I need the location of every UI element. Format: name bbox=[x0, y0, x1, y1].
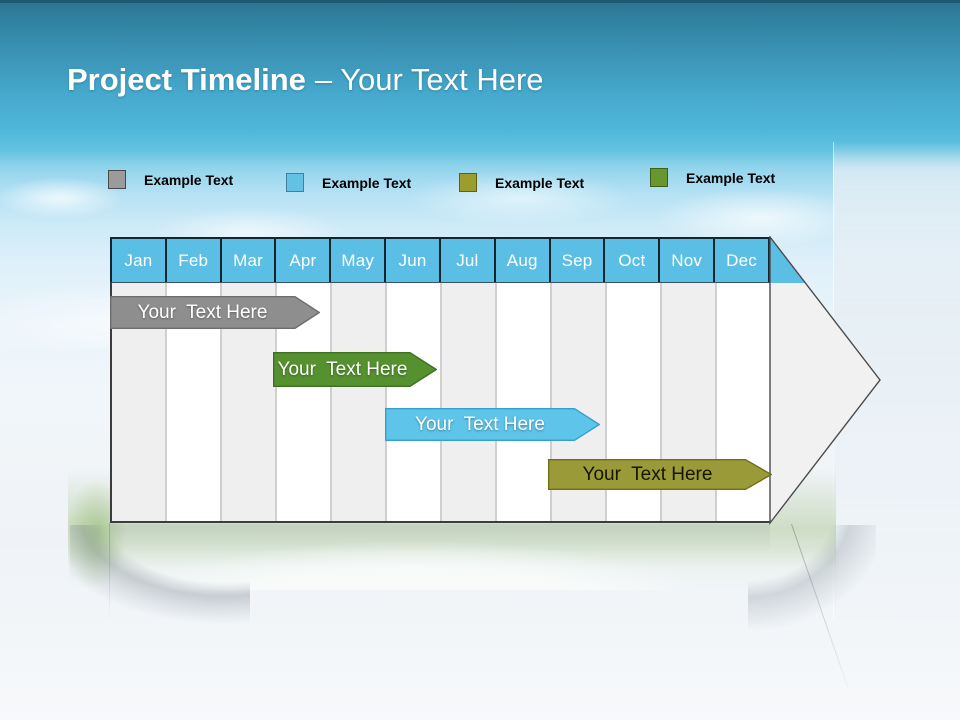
legend-label: Example Text bbox=[495, 174, 585, 191]
timeline-arrow bbox=[769, 236, 881, 526]
month-cell-mar: Mar bbox=[219, 239, 275, 282]
bar-shape bbox=[548, 459, 772, 490]
month-cell-dec: Dec bbox=[713, 239, 768, 282]
legend-label: Example Text bbox=[686, 169, 776, 186]
timeline-bar-blue: Your Text Here bbox=[385, 408, 600, 441]
month-cell-oct: Oct bbox=[603, 239, 658, 282]
legend-item-blue: Example Text bbox=[286, 173, 411, 192]
month-cell-may: May bbox=[329, 239, 384, 282]
blue-swatch-icon bbox=[286, 173, 304, 192]
bar-shape bbox=[273, 352, 437, 387]
gray-swatch-icon bbox=[108, 170, 126, 189]
month-cell-aug: Aug bbox=[493, 239, 549, 282]
table-reflection-right bbox=[748, 525, 876, 675]
timeline-bar-green: Your Text Here bbox=[273, 352, 437, 387]
month-cell-sep: Sep bbox=[548, 239, 604, 282]
table-reflection-left bbox=[70, 525, 250, 660]
month-cell-jul: Jul bbox=[438, 239, 494, 282]
bar-label: Your Text Here bbox=[582, 463, 713, 485]
legend-item-gray: Example Text bbox=[108, 170, 233, 189]
legend-item-olive: Example Text bbox=[459, 173, 584, 192]
bar-shape bbox=[110, 296, 320, 329]
page-title-main: Project Timeline bbox=[67, 62, 306, 97]
bar-shape bbox=[385, 408, 600, 441]
month-header-row: Jan Feb Mar Apr May Jun Jul Aug Sep Oct … bbox=[110, 237, 770, 283]
table-reflection-band bbox=[110, 524, 770, 552]
legend-label: Example Text bbox=[144, 171, 234, 188]
bar-label: Your Text Here bbox=[277, 358, 408, 380]
olive-swatch-icon bbox=[459, 173, 477, 192]
month-cell-nov: Nov bbox=[658, 239, 713, 282]
month-cell-jan: Jan bbox=[124, 250, 153, 270]
legend-label: Example Text bbox=[322, 174, 412, 191]
page-title-suffix: – Your Text Here bbox=[314, 62, 544, 97]
page-title: Project Timeline– Your Text Here bbox=[67, 60, 544, 100]
green-swatch-icon bbox=[650, 168, 668, 187]
bar-label: Your Text Here bbox=[415, 413, 545, 435]
month-cell-jun: Jun bbox=[384, 239, 439, 282]
table-reflection-edge bbox=[109, 523, 110, 619]
arrow-outline bbox=[769, 236, 881, 526]
month-cell-feb: Feb bbox=[164, 239, 220, 282]
legend-item-green: Example Text bbox=[650, 168, 775, 187]
timeline-bar-gray: Your Text Here bbox=[110, 296, 320, 329]
timeline-bar-olive: Your Text Here bbox=[548, 459, 772, 490]
month-cell-apr: Apr bbox=[274, 239, 329, 282]
arrow-body bbox=[770, 237, 880, 523]
bar-label: Your Text Here bbox=[137, 301, 268, 323]
